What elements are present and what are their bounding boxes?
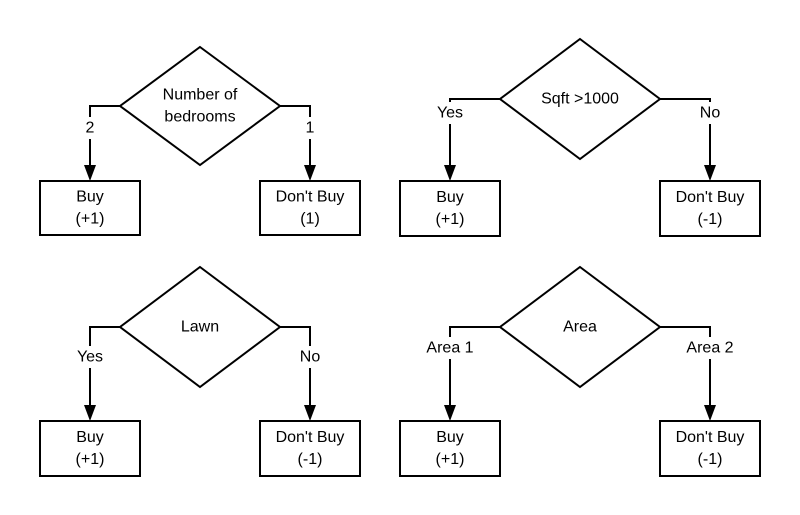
question-text-line-1: Number of [163, 87, 238, 104]
leaf-text-line-2: (+1) [76, 211, 105, 228]
left-edge-label: Yes [77, 349, 103, 366]
right-edge-label-background [680, 337, 740, 359]
leaf-text-line-2: (-1) [298, 451, 323, 468]
leaf-box [659, 180, 761, 237]
left-branch-arrowhead [444, 405, 456, 421]
leaf-box [659, 420, 761, 477]
left-branch-arrowhead [84, 405, 96, 421]
right-edge-label: 1 [306, 120, 315, 137]
right-edge-label-background [302, 117, 318, 139]
right-branch-arrowhead [304, 165, 316, 181]
decision-tree-4: Area 1 Buy (+1) Area 2 Don't Buy (-1) Area [399, 265, 761, 477]
leaf-text-line-1: Buy [76, 189, 104, 206]
leaf-text-line-2: (-1) [698, 211, 723, 228]
question-node: Lawn [118, 265, 282, 389]
question-node: Area [498, 265, 662, 389]
leaf-text-line-1: Don't Buy [276, 429, 345, 446]
question-node: Number of bedrooms [118, 45, 282, 167]
right-branch-edge [280, 326, 311, 407]
question-text: Lawn [181, 319, 219, 336]
leaf-box [259, 420, 361, 477]
left-branch-edge [89, 105, 120, 167]
left-edge-label-background [73, 346, 107, 368]
leaf-text-line-1: Buy [436, 429, 464, 446]
left-edge-label: 2 [86, 120, 95, 137]
left-branch-arrowhead [84, 165, 96, 181]
right-branch-arrowhead [704, 405, 716, 421]
leaf-text-line-1: Buy [436, 189, 464, 206]
left-edge-label: Yes [437, 105, 463, 122]
decision-diamond [498, 265, 662, 389]
leaf-box [399, 420, 501, 477]
left-branch-edge [89, 326, 120, 407]
right-edge-label-background [698, 102, 722, 124]
right-branch-edge [280, 105, 311, 167]
leaf-box [259, 180, 361, 236]
right-branch-edge [660, 326, 711, 407]
leaf-text-line-2: (1) [300, 211, 320, 228]
decision-diamond [118, 265, 282, 389]
question-text: Sqft >1000 [541, 91, 619, 108]
leaf-text-line-2: (+1) [436, 451, 465, 468]
left-edge-label-background [433, 102, 467, 124]
right-branch-arrowhead [304, 405, 316, 421]
buy-leaf: Buy (+1) [39, 420, 141, 477]
left-edge-label-background [82, 117, 98, 139]
decision-diamond [118, 45, 282, 167]
dont-buy-leaf: Don't Buy (-1) [659, 180, 761, 237]
buy-leaf: Buy (+1) [39, 180, 141, 236]
left-branch-arrowhead [444, 165, 456, 181]
right-branch-edge [660, 98, 711, 167]
question-text-line-2: bedrooms [164, 109, 235, 126]
left-edge-label: Area 1 [426, 340, 473, 357]
question-node: Sqft >1000 [498, 37, 662, 161]
leaf-box [39, 420, 141, 477]
leaf-text-line-2: (+1) [76, 451, 105, 468]
right-edge-label: No [300, 349, 321, 366]
right-edge-label-background [298, 346, 322, 368]
leaf-text-line-2: (+1) [436, 211, 465, 228]
leaf-text-line-1: Buy [76, 429, 104, 446]
dont-buy-leaf: Don't Buy (1) [259, 180, 361, 236]
leaf-text-line-1: Don't Buy [676, 189, 745, 206]
leaf-box [39, 180, 141, 236]
leaf-text-line-1: Don't Buy [276, 189, 345, 206]
right-edge-label: Area 2 [686, 340, 733, 357]
left-branch-edge [449, 98, 500, 167]
left-edge-label-background [420, 337, 480, 359]
buy-leaf: Buy (+1) [399, 180, 501, 237]
leaf-text-line-1: Don't Buy [676, 429, 745, 446]
left-branch-edge [449, 326, 500, 407]
leaf-box [399, 180, 501, 237]
dont-buy-leaf: Don't Buy (-1) [659, 420, 761, 477]
decision-diamond [498, 37, 662, 161]
buy-leaf: Buy (+1) [399, 420, 501, 477]
leaf-text-line-2: (-1) [698, 451, 723, 468]
dont-buy-leaf: Don't Buy (-1) [259, 420, 361, 477]
right-edge-label: No [700, 105, 721, 122]
right-branch-arrowhead [704, 165, 716, 181]
question-text: Area [563, 319, 597, 336]
